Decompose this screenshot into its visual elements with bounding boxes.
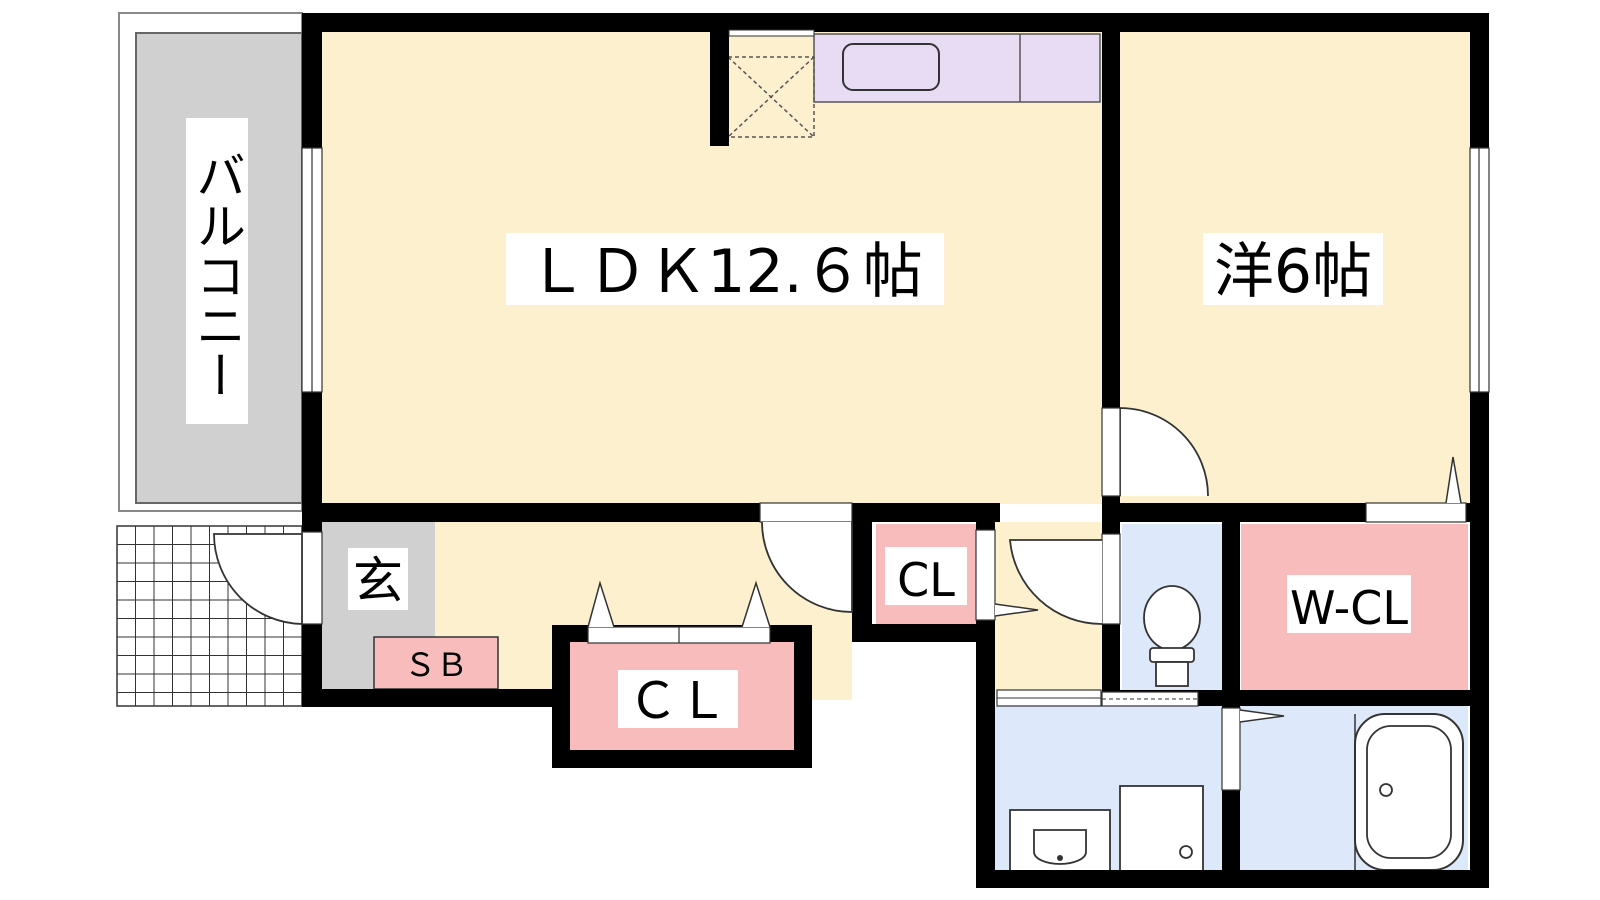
- doors: [213, 407, 1467, 791]
- balcony-label: バルコニー: [188, 150, 246, 400]
- western-room-label: 洋6帖: [1214, 237, 1372, 307]
- shoe-box-label: ＳＢ: [404, 646, 468, 684]
- wall-right: [1470, 13, 1489, 888]
- balcony: [118, 12, 303, 512]
- closet-small-label-bg: [885, 547, 967, 605]
- closet-large-label: ＣＬ: [628, 672, 728, 730]
- ldk-label-bg: [506, 233, 944, 305]
- wall-closet-right: [794, 625, 812, 765]
- closet-small-label: CL: [897, 553, 955, 607]
- washing-machine-space: [1119, 785, 1204, 875]
- wcl-label-bg: [1287, 575, 1411, 633]
- fixtures: [1009, 585, 1464, 875]
- room-labels: バルコニー ＬＤＫ12.６帖 洋6帖 玄 ＳＢ CL ＣＬ W-CL: [186, 118, 1411, 730]
- wall-wet-top: [1102, 690, 1489, 706]
- toilet: [1143, 585, 1201, 687]
- windows: [301, 29, 1490, 393]
- bedroom-label-bg: [1203, 233, 1383, 305]
- wall-kitchen-stub: [710, 13, 729, 146]
- wall-top: [302, 13, 1489, 32]
- entrance-label: 玄: [353, 552, 403, 610]
- bathtub: [1354, 713, 1464, 871]
- wall-closet-bottom: [552, 750, 812, 768]
- wall-cl-bottom: [852, 624, 995, 642]
- wall-entry-bottom: [302, 689, 570, 707]
- closet-large-label-bg: [618, 670, 738, 728]
- refrigerator-space: [727, 56, 815, 138]
- wall-closet-left: [552, 625, 570, 765]
- wall-cl-left: [852, 503, 872, 638]
- shoe-box: [373, 636, 499, 690]
- ldk-label: ＬＤＫ12.６帖: [527, 237, 922, 307]
- kitchen-sink: [842, 43, 940, 91]
- walk-in-closet-label: W-CL: [1290, 581, 1408, 635]
- wall-ldk-bottom: [302, 503, 1000, 522]
- entrance-label-bg: [348, 548, 408, 610]
- balcony-label-bg: [186, 118, 248, 424]
- washbasin: [1009, 809, 1111, 875]
- wall-ldk-right: [1102, 13, 1120, 703]
- kitchen-counter: [813, 33, 1101, 103]
